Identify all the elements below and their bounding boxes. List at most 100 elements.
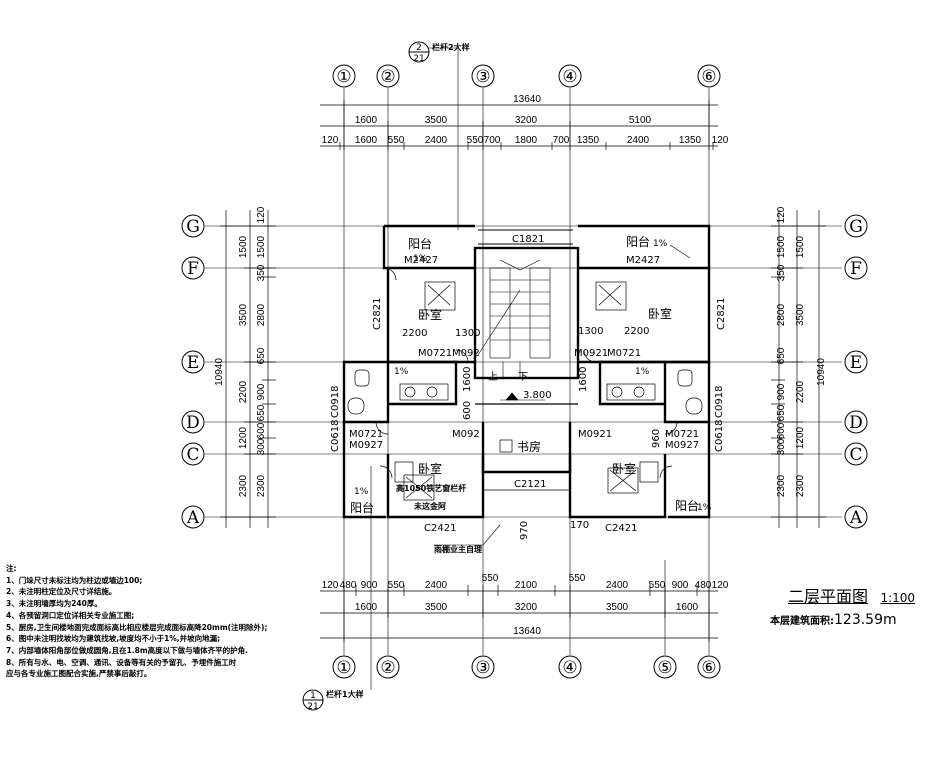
detail-number: 2 [416, 43, 422, 53]
horizontal-axis-lines [205, 225, 842, 518]
dim-text: 650 [256, 347, 267, 364]
axis-label: ⑥ [701, 658, 716, 678]
door-m0921-right: M0921 [574, 348, 608, 359]
dim-text: 120 [712, 580, 729, 591]
note-line: 2、未注明柱定位及尺寸详结施。 [6, 587, 117, 597]
dim-text: 2200 [795, 380, 806, 403]
title-main: 二层平面图 [788, 587, 869, 606]
room-labels: 阳台 阳台 卧室 卧室 书房 卧室 卧室 阳台 阳台 上 下 3.800 [350, 234, 699, 515]
dim-text: 550 [467, 135, 484, 146]
dim-text: 1800 [515, 135, 538, 146]
rail1-detail-label: 栏杆1大样 [326, 689, 364, 699]
axis-bubble-1-top [332, 64, 356, 88]
note-line: 1、门垛尺寸未标注均为柱边或墙边100; [6, 575, 143, 585]
stair [477, 259, 551, 401]
door-m0721-right: M0721 [607, 348, 641, 359]
dim-2200-right: 2200 [624, 326, 649, 337]
dim-text: 650 [776, 404, 787, 421]
axis-label: A [849, 508, 863, 528]
note-line: 8、所有与水、电、空调、通讯、设备等有关的予留孔、予埋件施工时 [6, 657, 237, 667]
stair-down-label: 下 [518, 372, 528, 383]
dim-text: 480 [340, 580, 357, 591]
dim-text: 900 [672, 580, 689, 591]
axis-label: ① [336, 658, 351, 678]
axis-bubble-3-top [471, 64, 495, 88]
awning-note: 未这金阿 [413, 501, 446, 511]
axis-label: ③ [475, 67, 490, 87]
dim-text: 1600 [355, 135, 378, 146]
dim-text: 2800 [776, 303, 787, 326]
dim-text: 550 [649, 580, 666, 591]
axis-label: F [187, 259, 199, 279]
door-m0927-right: M0927 [665, 440, 699, 451]
axis-label: D [186, 413, 200, 433]
door-m0927-left: M0927 [349, 440, 383, 451]
dim-text: 700 [484, 135, 501, 146]
axis-label: ⑤ [657, 658, 672, 678]
rain-cover-note: 雨棚业主自理 [434, 544, 482, 554]
left-dimension-lines [220, 210, 276, 528]
dim-text: 1500 [776, 235, 787, 258]
detail-sheet: 21 [413, 54, 424, 64]
slope-label: 1% [697, 503, 712, 513]
dim-text: 350 [776, 264, 787, 281]
top-dimension-lines [320, 100, 718, 150]
axis-bubble-6-top [697, 64, 721, 88]
dim-text: 3500 [606, 602, 629, 613]
room-bedroom-bottom-left: 卧室 [418, 461, 442, 476]
dim-text: 1600 [676, 602, 699, 613]
axis-labels: ① ② ③ ④ ⑥ ① ② ③ ④ ⑤ ⑥ G F E D C A G F E … [186, 67, 863, 678]
dim-text: 2400 [425, 135, 448, 146]
axis-label: C [186, 445, 199, 465]
drawing-title: 二层平面图 1:100 [788, 583, 915, 607]
axis-label: G [186, 217, 200, 237]
dim-text: 900 [256, 383, 267, 400]
window-c2421-left: C2421 [424, 523, 456, 534]
dim-text: 2100 [515, 580, 538, 591]
axis-label: E [850, 353, 862, 373]
dim-text: 1500 [256, 235, 267, 258]
door-m2427-left: M2427 [404, 255, 438, 266]
door-m092b-left: M092 [452, 429, 480, 440]
axis-label: A [186, 508, 200, 528]
stair-up-label: 上 [488, 371, 498, 383]
door-m092-left: M092 [452, 348, 480, 359]
dim-text: 550 [482, 573, 499, 584]
axis-bubbles-bottom [332, 655, 721, 679]
axis-label: D [849, 413, 863, 433]
dim-text: 5100 [629, 115, 652, 126]
dim-total-bottom: 13640 [513, 626, 541, 637]
axis-label: E [187, 353, 199, 373]
leader-lines [370, 47, 691, 690]
dim-total-left: 10940 [214, 358, 225, 386]
dim-970: 970 [519, 521, 530, 540]
slope-label: 1% [635, 367, 650, 377]
door-m2427-right: M2427 [626, 255, 660, 266]
dim-text: 2300 [238, 474, 249, 497]
window-c0618-right: C0618 [714, 420, 725, 452]
door-m0721b-left: M0721 [349, 429, 383, 440]
slope-label: 1% [394, 367, 409, 377]
dim-text: 1350 [577, 135, 600, 146]
fixtures [347, 267, 703, 501]
room-study: 书房 [517, 439, 541, 454]
axis-label: ④ [562, 67, 577, 87]
rail-note: 高1050铁艺窗栏杆 [396, 483, 466, 493]
dim-960: 960 [651, 429, 662, 448]
bottom-dimension-lines [320, 585, 718, 642]
dim-text: 550 [388, 135, 405, 146]
dim-text: 350 [256, 264, 267, 281]
right-dimension-texts: 10940 1500 3500 2200 1200 2300 120 1500 … [776, 206, 827, 497]
axis-bubble-5-bottom [653, 655, 677, 679]
dim-2200-left: 2200 [402, 328, 427, 339]
dim-text: 600 [256, 422, 267, 439]
bottom-dimension-texts: 120 480 900 550 2400 550 2100 550 2400 5… [322, 573, 729, 637]
dim-170: 170 [570, 520, 589, 531]
axis-label: ② [380, 67, 395, 87]
floor-level: 3.800 [523, 390, 552, 401]
room-balcony-top-right: 阳台 [626, 234, 650, 249]
note-line: 3、未注明墙厚均为240厚。 [6, 599, 102, 609]
note-line: 注: [6, 564, 17, 573]
dim-text: 1200 [795, 426, 806, 449]
